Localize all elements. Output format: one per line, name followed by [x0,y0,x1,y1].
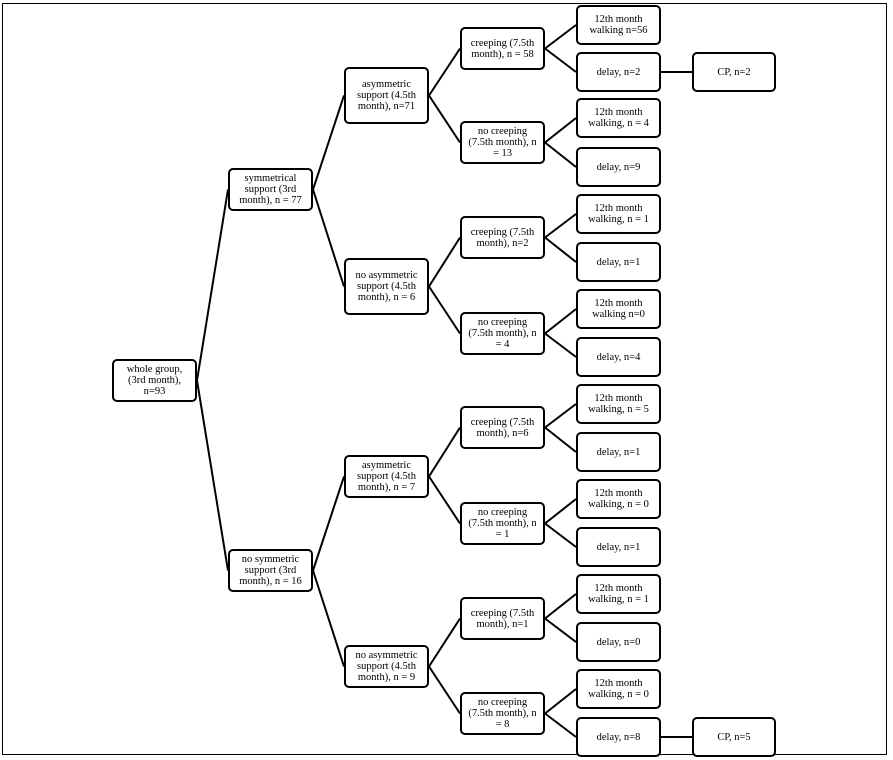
edge-c7-w7 [544,593,577,620]
edge-c8-d8 [544,712,577,738]
node-walking-1a: 12th month walking, n = 1 [576,194,661,234]
node-delay-1b: delay, n=1 [576,432,661,472]
edge-a4-c7 [428,617,461,668]
edge-sym-a2 [312,189,345,287]
edge-c4-w4 [544,308,577,335]
node-creeping-58: creeping (7.5th month), n = 58 [460,27,545,70]
edge-c6-d6 [544,522,577,548]
edge-nosym-a4 [312,570,345,667]
node-walking-1b: 12th month walking, n = 1 [576,574,661,614]
edge-c5-w5 [544,403,577,429]
edge-a1-c1 [428,47,461,97]
diagram-frame [2,3,887,755]
edge-c1-w1 [544,24,577,50]
edge-c1-d1 [544,47,577,73]
node-delay-4: delay, n=4 [576,337,661,377]
node-cp-2: CP, n=2 [692,52,776,92]
edge-a3-c5 [428,426,461,478]
edge-c3-w3 [544,213,577,239]
node-walking-5: 12th month walking, n = 5 [576,384,661,424]
node-no-creeping-1: no creeping (7.5th month), n = 1 [460,502,545,545]
node-asymmetric-support-71: asymmetric support (4.5th month), n=71 [344,67,429,124]
node-walking-0a: 12th month walking n=0 [576,289,661,329]
edge-c8-w8 [544,688,577,715]
edge-c7-d7 [544,617,577,643]
edge-c2-w2 [544,117,577,144]
node-delay-0: delay, n=0 [576,622,661,662]
node-creeping-6: creeping (7.5th month), n=6 [460,406,545,449]
node-delay-9: delay, n=9 [576,147,661,187]
node-asymmetric-support-7: asymmetric support (4.5th month), n = 7 [344,455,429,498]
node-delay-1a: delay, n=1 [576,242,661,282]
edge-a2-c3 [428,236,461,288]
node-no-asymmetric-support-9: no asymmetric support (4.5th month), n =… [344,645,429,688]
edge-nosym-a3 [312,476,345,571]
edge-a4-c8 [428,665,461,715]
edge-root-sym [196,189,229,381]
node-delay-8: delay, n=8 [576,717,661,757]
edge-c3-d3 [544,236,577,263]
node-walking-0c: 12th month walking, n = 0 [576,669,661,709]
node-creeping-2: creeping (7.5th month), n=2 [460,216,545,259]
node-cp-5: CP, n=5 [692,717,776,757]
edge-c5-d5 [544,426,577,453]
node-walking-4: 12th month walking, n = 4 [576,98,661,138]
edge-c2-d2 [544,141,577,168]
edge-a1-c2 [428,94,461,144]
edge-root-nosym [196,380,229,571]
node-walking-0b: 12th month walking, n = 0 [576,479,661,519]
node-no-creeping-4: no creeping (7.5th month), n = 4 [460,312,545,355]
edge-c6-w6 [544,498,577,525]
node-creeping-1: creeping (7.5th month), n=1 [460,597,545,640]
node-no-creeping-8: no creeping (7.5th month), n = 8 [460,692,545,735]
edge-a3-c6 [428,475,461,525]
node-no-creeping-13: no creeping (7.5th month), n = 13 [460,121,545,164]
node-whole-group: whole group, (3rd month), n=93 [112,359,197,402]
node-delay-2: delay, n=2 [576,52,661,92]
node-no-asymmetric-support-6: no asymmetric support (4.5th month), n =… [344,258,429,315]
node-symmetrical-support: symmetrical support (3rd month), n = 77 [228,168,313,211]
node-delay-1c: delay, n=1 [576,527,661,567]
edge-a2-c4 [428,285,461,335]
node-no-symmetric-support: no symmetric support (3rd month), n = 16 [228,549,313,592]
node-walking-56: 12th month walking n=56 [576,5,661,45]
edge-c4-d4 [544,332,577,358]
edge-sym-a1 [312,95,345,190]
